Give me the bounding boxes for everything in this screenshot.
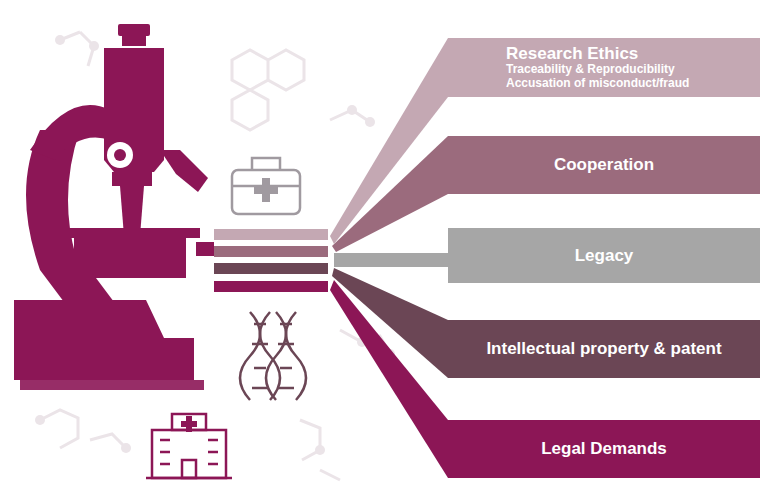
medical-bag-icon — [232, 158, 300, 214]
band-heading: Research Ethics — [506, 44, 638, 64]
microscope — [14, 24, 214, 390]
stack-bar — [214, 263, 328, 274]
band-heading: Legacy — [575, 246, 634, 266]
microscope-knob-center — [114, 149, 126, 161]
category-band: Legal Demands — [448, 420, 760, 478]
stack-bar — [214, 229, 328, 240]
fan-wedge — [330, 280, 448, 478]
band-subtext: Traceability & Reproducibility — [506, 63, 675, 77]
band-heading: Legal Demands — [541, 439, 667, 459]
band-heading: Cooperation — [554, 155, 654, 175]
stack-bar — [214, 281, 328, 292]
category-band: Intellectual property & patent — [448, 320, 760, 378]
category-band: Research EthicsTraceability & Reproducib… — [448, 38, 760, 97]
band-heading: Intellectual property & patent — [486, 339, 721, 359]
microscope-knob — [107, 142, 133, 168]
hospital-cross — [181, 416, 197, 432]
stack-bar — [214, 246, 328, 257]
category-band: Legacy — [448, 228, 760, 283]
band-subtext: Accusation of misconduct/fraud — [506, 77, 689, 91]
medical-cross — [254, 178, 278, 202]
hospital-icon — [146, 414, 232, 478]
dna-icon — [240, 312, 306, 400]
fan-wedge — [332, 136, 448, 252]
category-band: Cooperation — [448, 136, 760, 194]
fan-wedge — [334, 253, 448, 267]
